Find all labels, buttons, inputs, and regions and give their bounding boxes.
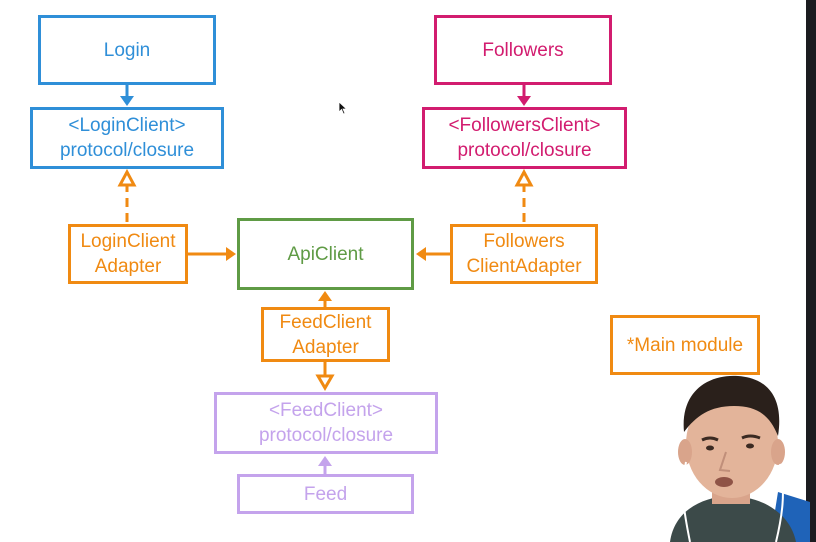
arrow-feed-to-feed-client [318, 456, 332, 474]
arrow-login-to-login-client [120, 85, 134, 106]
presenter-image [670, 375, 810, 542]
followers-label: Followers [482, 39, 564, 61]
arrow-followers-to-followers-client [517, 85, 531, 106]
arrow-feed-adapter-to-feed-client [315, 362, 335, 391]
feed-adapter-line2: Adapter [292, 336, 359, 358]
feed-client-protocol-box: <FeedClient> protocol/closure [214, 392, 438, 454]
followers-adapter-line2: ClientAdapter [466, 256, 582, 277]
arrow-feed-adapter-to-api-client [318, 291, 332, 307]
arrow-login-adapter-to-login-client [117, 168, 137, 222]
followers-client-protocol-box: <FollowersClient> protocol/closure [422, 107, 627, 169]
arrow-login-adapter-to-api-client [188, 247, 236, 261]
feed-client-name: <FeedClient> [268, 400, 384, 421]
login-client-adapter-box: LoginClient Adapter [68, 224, 188, 284]
login-label: Login [103, 39, 151, 61]
followers-client-name: <FollowersClient> [448, 115, 601, 136]
api-client-box: ApiClient [237, 218, 414, 290]
presenter-webcam [670, 375, 810, 542]
main-module-label: *Main module [626, 334, 744, 356]
login-module-box: Login [38, 15, 216, 85]
followers-client-kind: protocol/closure [457, 140, 592, 161]
feed-module-box: Feed [237, 474, 414, 514]
arrow-followers-adapter-to-api-client [416, 247, 450, 261]
login-adapter-line2: Adapter [94, 256, 162, 277]
window-edge [806, 0, 816, 542]
login-adapter-line1: LoginClient [80, 231, 176, 252]
followers-module-box: Followers [434, 15, 612, 85]
mouse-pointer-icon [338, 101, 348, 115]
login-client-name: <LoginClient> [68, 115, 186, 136]
feed-client-adapter-box: FeedClient Adapter [261, 307, 390, 362]
arrow-followers-adapter-to-followers-client [514, 168, 534, 222]
followers-client-adapter-box: Followers ClientAdapter [450, 224, 598, 284]
main-module-legend: *Main module [610, 315, 760, 375]
feed-client-kind: protocol/closure [258, 425, 394, 446]
login-client-protocol-box: <LoginClient> protocol/closure [30, 107, 224, 169]
feed-adapter-line1: FeedClient [279, 311, 372, 333]
feed-label: Feed [303, 483, 348, 505]
followers-adapter-line1: Followers [483, 231, 565, 252]
login-client-kind: protocol/closure [59, 140, 195, 161]
api-client-label: ApiClient [287, 243, 364, 265]
